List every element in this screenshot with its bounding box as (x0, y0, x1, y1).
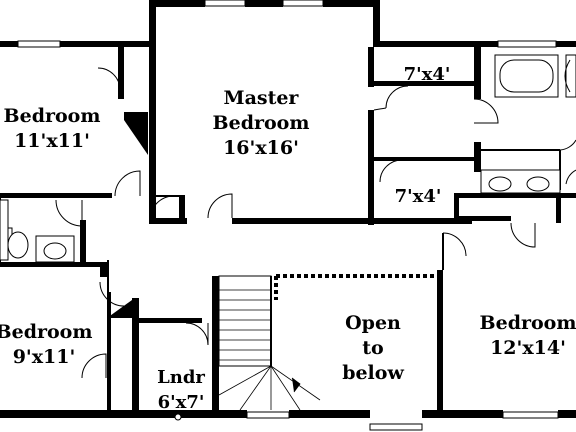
fixture-dot (174, 413, 182, 421)
winder-treads (218, 365, 321, 411)
open-line: to (362, 337, 384, 359)
window (246, 411, 290, 419)
sink (488, 176, 512, 192)
window (369, 423, 423, 431)
window (497, 40, 557, 48)
open-to-below-rail (274, 274, 437, 300)
door-arc (373, 107, 387, 111)
room-name: Master (223, 87, 299, 109)
door-arc (207, 193, 233, 219)
open-line: Open (345, 312, 401, 334)
walls (0, 0, 576, 418)
room-name: Bedroom (0, 321, 93, 343)
door-arc (442, 232, 467, 257)
room-label-master: Master Bedroom 16'x16' (196, 86, 326, 161)
sink (43, 242, 67, 260)
thin-lines (0, 149, 561, 410)
door-arc (559, 139, 576, 151)
room-size: 7'x4' (403, 64, 451, 85)
toilet (7, 231, 29, 259)
room-size: 11'x11' (14, 130, 90, 152)
room-name: Lndr (157, 367, 205, 388)
window (17, 40, 61, 48)
room-label-open-to-below: Open to below (330, 311, 416, 386)
door-arc (55, 199, 83, 227)
room-label-closet-mid: 7'x4' (386, 184, 450, 209)
room-label-closet-top: 7'x4' (395, 62, 459, 87)
shower-curve (564, 59, 571, 93)
door-arc (81, 353, 107, 379)
door-arc (510, 222, 536, 248)
sink (526, 176, 550, 192)
bath-fixtures (0, 54, 576, 421)
door-arc (149, 195, 175, 221)
doors (55, 67, 576, 379)
room-name: Bedroom (212, 112, 310, 134)
room-size: 16'x16' (223, 137, 299, 159)
door-arc (385, 85, 409, 109)
room-size: 12'x14' (490, 337, 566, 359)
window (282, 0, 324, 7)
shower-fixture (565, 54, 576, 98)
door-arc (473, 98, 499, 124)
window (204, 0, 246, 7)
stair-treads (219, 289, 271, 361)
room-name: Bedroom (3, 105, 101, 127)
room-label-bedroom-right: Bedroom 12'x14' (472, 311, 576, 361)
staircase (218, 275, 321, 411)
room-label-laundry: Lndr 6'x7' (145, 365, 217, 415)
door-arc (379, 159, 403, 183)
door-arc (185, 322, 209, 346)
door-arc (97, 67, 121, 91)
door-arc (565, 169, 576, 185)
room-size: 9'x11' (12, 346, 76, 368)
door-arc (99, 281, 125, 307)
bathtub-inner (499, 59, 554, 93)
room-label-bedroom-lower-left: Bedroom 9'x11' (0, 320, 104, 370)
room-name: Bedroom (479, 312, 576, 334)
room-size: 7'x4' (394, 186, 442, 207)
room-label-bedroom-left: Bedroom 11'x11' (0, 104, 112, 154)
stair-arrow (291, 377, 301, 393)
washer-dryer (0, 199, 9, 261)
window (502, 411, 559, 419)
room-size: 6'x7' (157, 392, 205, 413)
open-line: below (342, 362, 404, 384)
door-arc (114, 170, 141, 197)
